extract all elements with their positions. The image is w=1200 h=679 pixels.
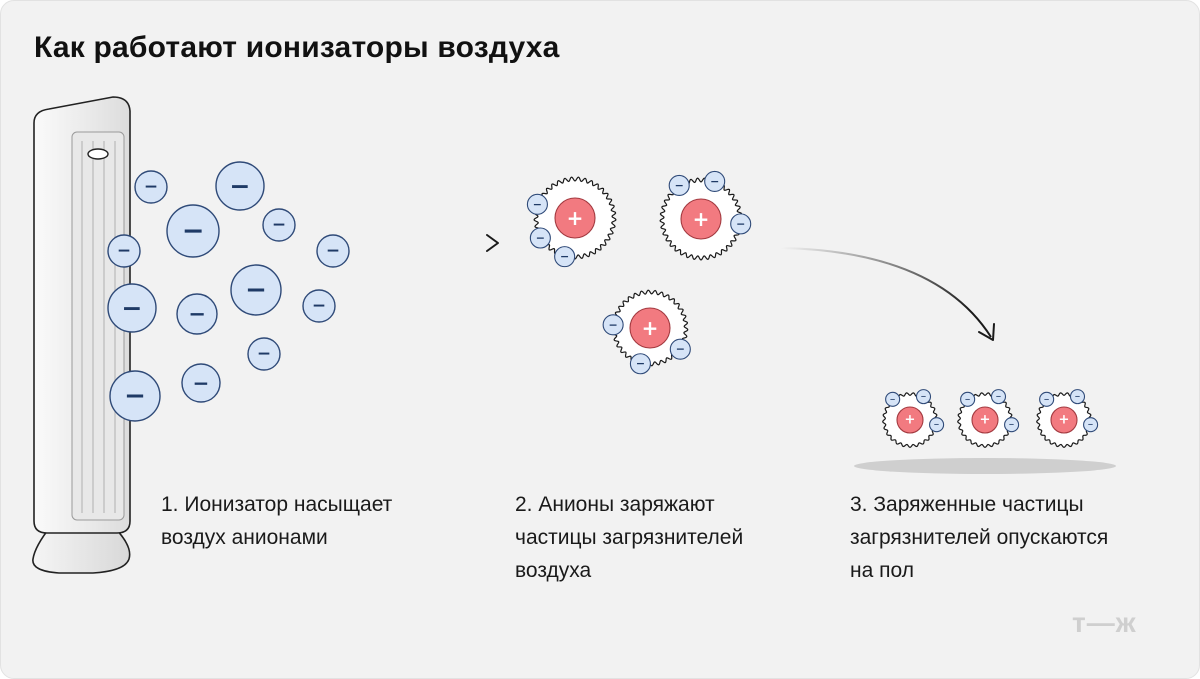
svg-text:+: + xyxy=(905,413,916,428)
svg-text:−: − xyxy=(272,215,286,235)
anion-icon: − xyxy=(730,213,752,235)
anion-icon: − xyxy=(668,174,690,197)
step-3-caption: 3. Заряженные частицы загрязнителей опус… xyxy=(850,493,1109,582)
svg-text:−: − xyxy=(533,198,542,211)
anion-icon: − xyxy=(669,338,691,360)
svg-text:+: + xyxy=(980,413,991,428)
anion-icon: − xyxy=(247,337,281,371)
charged-particle-icon: + − − − xyxy=(602,289,691,375)
svg-text:−: − xyxy=(965,395,971,403)
anion-icon: − xyxy=(629,353,651,375)
anion-icon: − xyxy=(1004,417,1020,433)
anion-icon: − xyxy=(109,370,161,422)
svg-text:+: + xyxy=(642,316,659,340)
anion-icon: − xyxy=(915,389,932,405)
anion-icon: − xyxy=(107,283,157,333)
anion-icon: − xyxy=(960,391,976,407)
step-1-caption: 1. Ионизатор насыщает воздух анионами xyxy=(161,493,393,549)
svg-text:−: − xyxy=(560,250,569,263)
anion-icon: − xyxy=(554,246,576,268)
svg-text:−: − xyxy=(124,381,146,411)
svg-text:−: − xyxy=(536,232,545,245)
anion-icon: − xyxy=(529,227,551,249)
svg-text:−: − xyxy=(144,177,158,197)
anion-icon: − xyxy=(166,204,220,258)
anion-icon: − xyxy=(181,363,221,403)
anion-icon: − xyxy=(176,293,218,335)
anion-icon: − xyxy=(1069,389,1086,405)
svg-text:−: − xyxy=(921,393,927,401)
svg-text:−: − xyxy=(934,421,940,429)
anion-icon: − xyxy=(526,193,548,215)
svg-text:−: − xyxy=(890,395,896,403)
charged-particle-icon: + − − − xyxy=(882,389,945,448)
svg-text:−: − xyxy=(1009,421,1015,429)
anion-icon: − xyxy=(929,417,945,433)
anion-icon: − xyxy=(704,170,726,192)
anion-cloud: −−−−−−−−−−−−− xyxy=(107,161,350,422)
svg-text:−: − xyxy=(245,275,267,305)
anion-icon: − xyxy=(990,389,1007,405)
anion-icon: − xyxy=(602,314,624,336)
svg-text:−: − xyxy=(182,216,205,247)
anion-icon: − xyxy=(316,234,350,268)
brand-logo: т—ж xyxy=(1072,607,1137,638)
step-2-caption: 2. Анионы заряжают частицы загрязнителей… xyxy=(515,493,744,582)
svg-text:−: − xyxy=(676,343,685,356)
svg-text:−: − xyxy=(636,357,645,370)
anion-icon: − xyxy=(262,208,296,242)
svg-text:−: − xyxy=(117,241,131,261)
svg-text:−: − xyxy=(710,175,719,188)
svg-text:−: − xyxy=(230,172,251,201)
anion-icon: − xyxy=(230,264,282,316)
svg-text:−: − xyxy=(1044,395,1050,403)
svg-text:−: − xyxy=(193,371,210,395)
anion-icon: − xyxy=(1039,391,1055,407)
charged-particles-group: + − − − + − − − + − − − xyxy=(526,170,752,375)
svg-text:+: + xyxy=(1059,413,1070,428)
arrow-icon xyxy=(780,247,995,341)
settled-particles-group: + − − − + − − − + − − − xyxy=(882,389,1099,448)
page-title: Как работают ионизаторы воздуха xyxy=(34,31,560,64)
svg-text:−: − xyxy=(1088,421,1094,429)
air-ionizer-tower-icon xyxy=(32,96,131,574)
svg-text:−: − xyxy=(312,296,326,316)
charged-particle-icon: + − − − xyxy=(526,176,617,268)
anion-icon: − xyxy=(885,391,901,407)
svg-text:−: − xyxy=(609,318,618,331)
anion-icon: − xyxy=(134,170,168,204)
charged-particle-icon: + − − − xyxy=(659,170,752,261)
svg-text:−: − xyxy=(1075,393,1081,401)
svg-text:−: − xyxy=(736,217,745,230)
svg-text:+: + xyxy=(693,207,710,231)
anion-icon: − xyxy=(302,289,336,323)
charged-particle-icon: + − − − xyxy=(957,389,1020,448)
svg-text:+: + xyxy=(567,206,584,230)
svg-text:−: − xyxy=(188,302,206,326)
svg-text:−: − xyxy=(996,393,1002,401)
anion-icon: − xyxy=(1083,417,1099,433)
anion-icon: − xyxy=(107,234,141,268)
svg-text:−: − xyxy=(257,344,271,364)
floor-shadow-icon xyxy=(854,458,1116,474)
charged-particle-icon: + − − − xyxy=(1036,389,1099,448)
svg-text:−: − xyxy=(122,294,143,323)
svg-text:−: − xyxy=(675,179,684,192)
svg-text:−: − xyxy=(326,241,340,261)
anion-icon: − xyxy=(215,161,265,211)
arrow-icon xyxy=(376,234,499,252)
